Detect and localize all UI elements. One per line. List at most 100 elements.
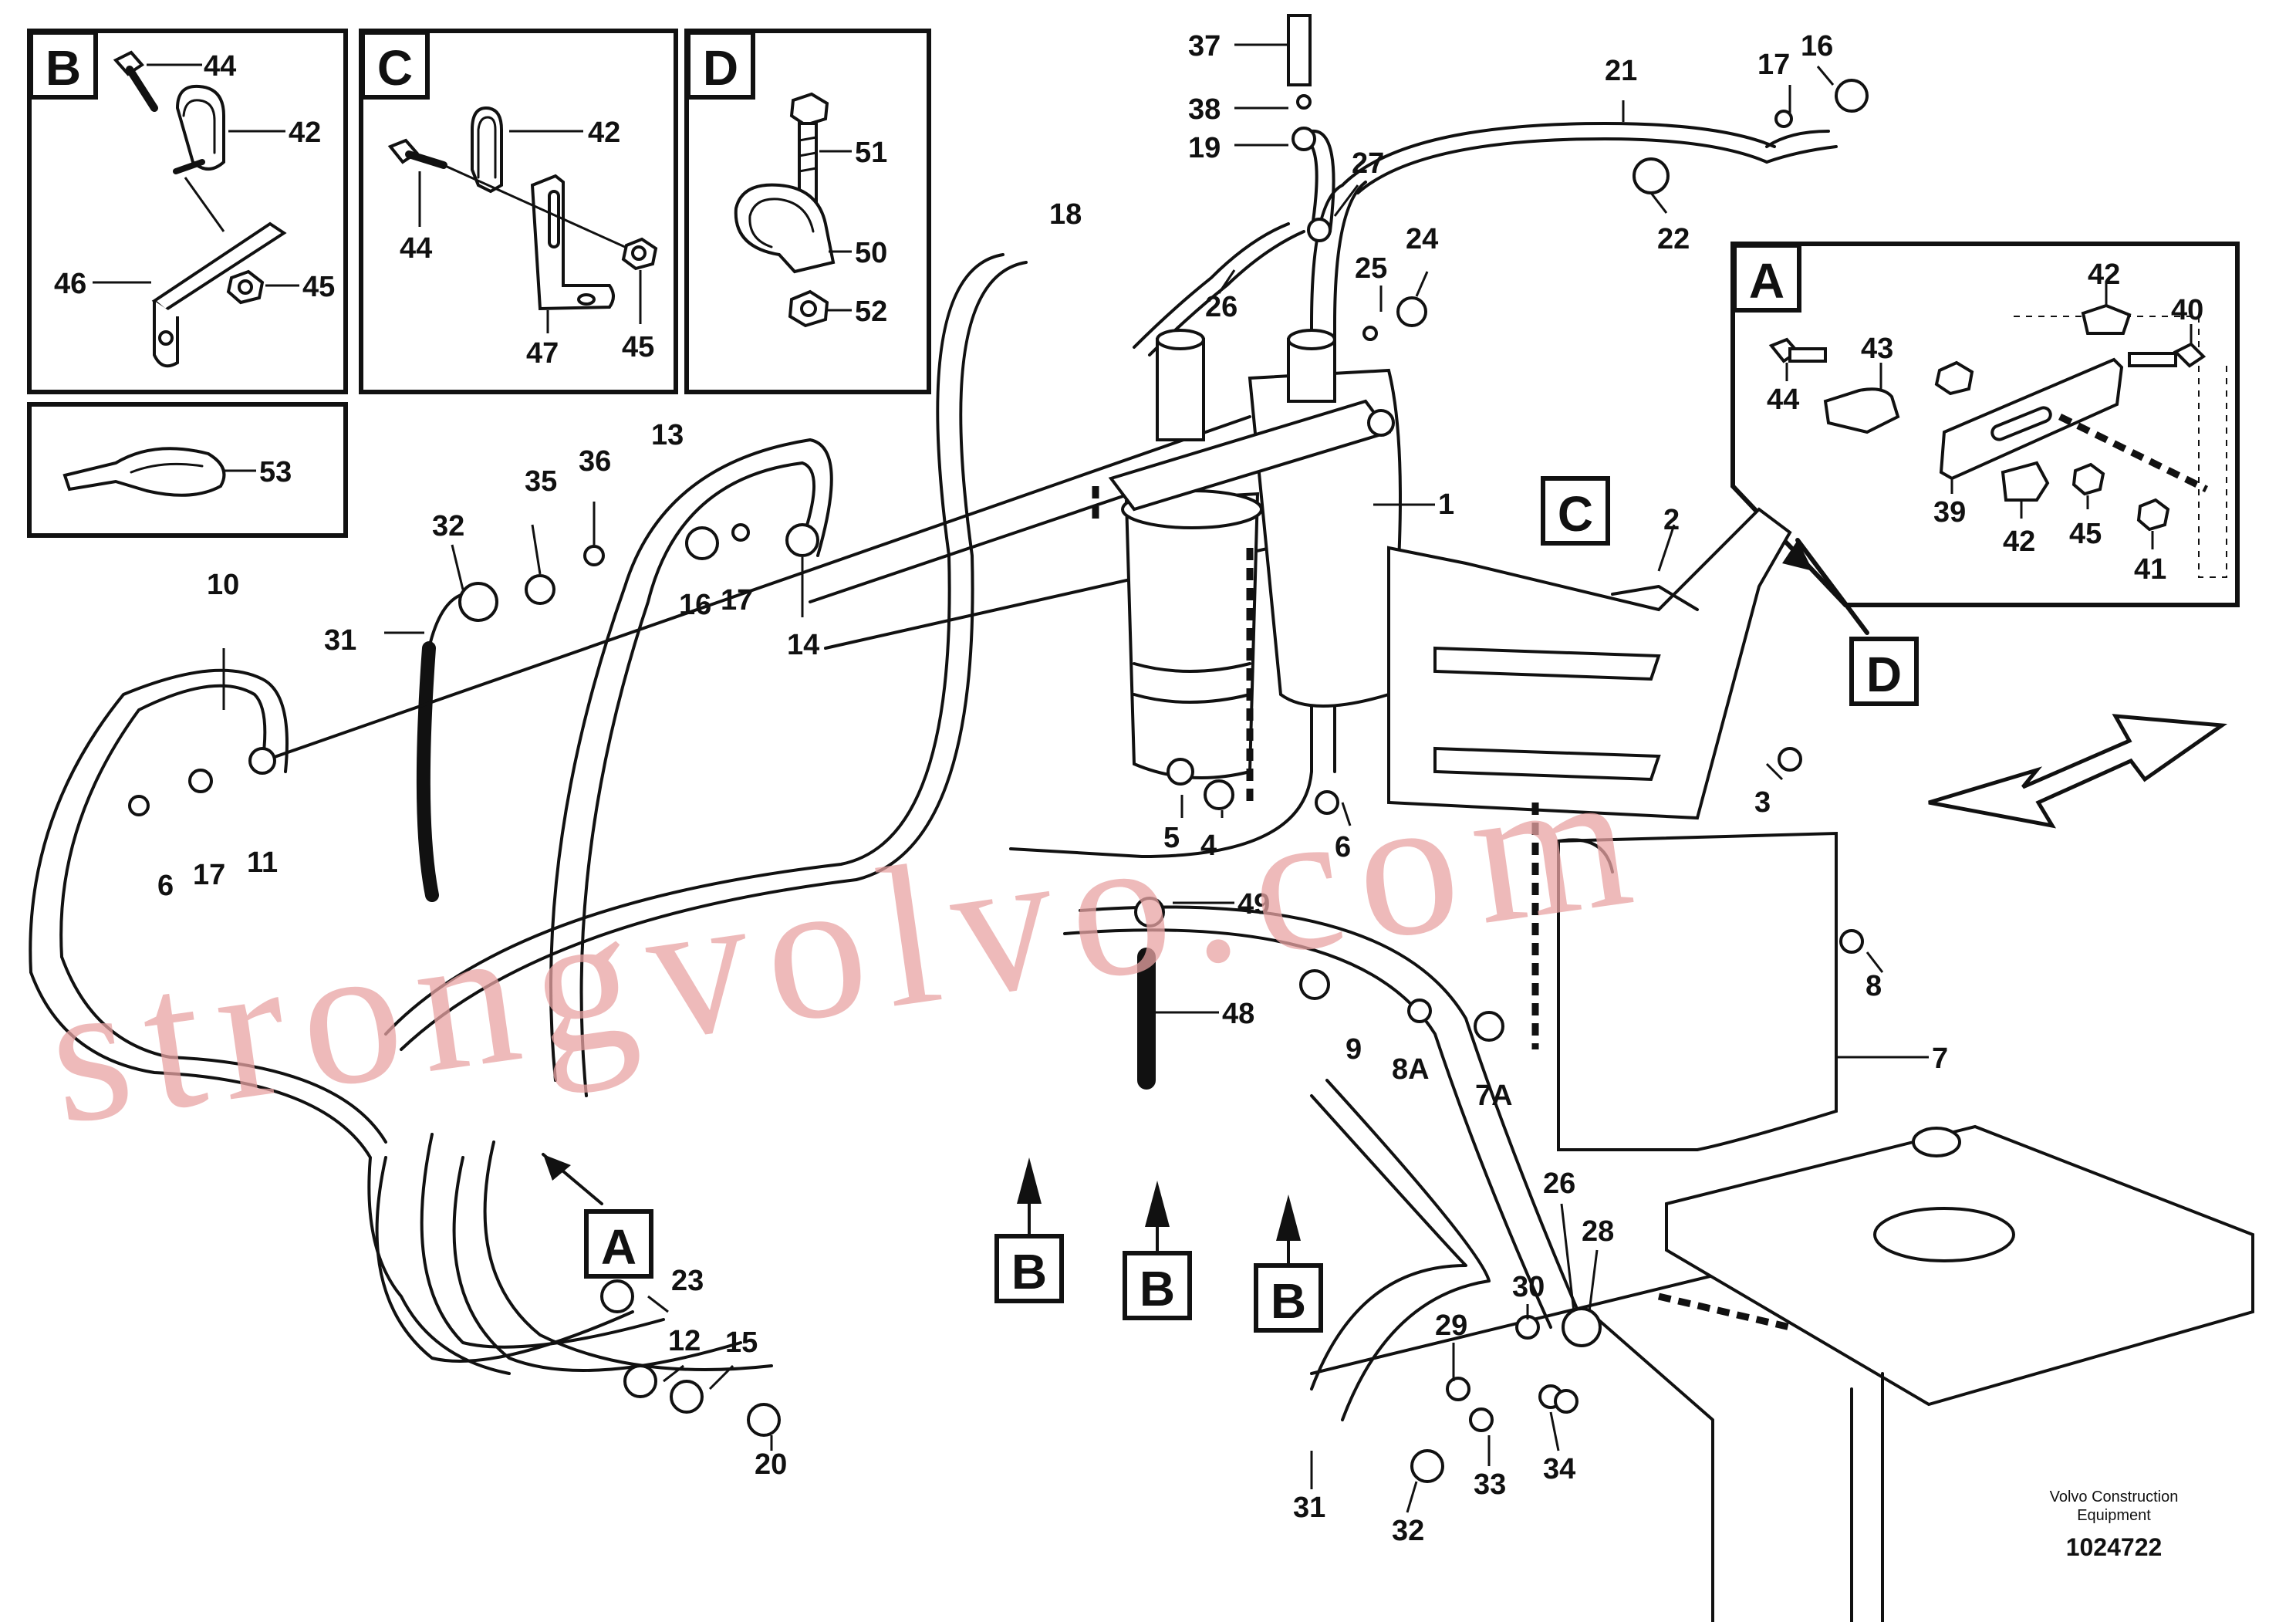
callout-a: A <box>542 1153 653 1279</box>
part-number: 42 <box>2088 259 2120 291</box>
callout-c-label: C <box>1558 486 1593 542</box>
part-number: 22 <box>1657 223 1690 255</box>
part-number: 10 <box>207 569 239 601</box>
part-number: 7A <box>1475 1080 1513 1112</box>
part-number: 42 <box>289 117 321 149</box>
callout-d: D <box>1782 538 1919 706</box>
fittings <box>128 14 1869 1483</box>
clamp-icon <box>1823 387 1900 434</box>
part-number: 2 <box>1663 504 1680 536</box>
part-number: 24 <box>1406 223 1438 255</box>
part-number: 40 <box>2171 294 2203 326</box>
part-number: 39 <box>1933 496 1966 529</box>
inset-a: A <box>1730 242 2240 607</box>
footer: Volvo Construction Equipment 1024722 <box>2050 1489 2179 1561</box>
nut-icon <box>2071 462 2105 496</box>
inset-d-label: D <box>703 40 738 96</box>
part-number: 45 <box>2069 518 2102 550</box>
part-number: 21 <box>1605 55 1637 87</box>
part-number: 52 <box>855 296 887 328</box>
part-number: 47 <box>526 337 559 370</box>
part-number: 16 <box>1801 30 1833 63</box>
part-number: 8 <box>1866 970 1882 1002</box>
part-number: 4 <box>1200 830 1217 862</box>
part-number: 42 <box>2003 525 2035 558</box>
bolt-icon <box>113 50 158 112</box>
part-number: 9 <box>1346 1033 1362 1066</box>
part-number: 23 <box>671 1265 704 1297</box>
fuel-tank <box>1588 1124 2254 1622</box>
clamp-icon <box>2001 461 2050 502</box>
callout-b: B <box>994 1157 1064 1303</box>
company-name-line2: Equipment <box>2077 1507 2151 1524</box>
part-number: 3 <box>1754 786 1771 819</box>
part-number: 32 <box>432 510 464 542</box>
part-number: 28 <box>1582 1215 1614 1248</box>
bolt-icon <box>387 138 447 169</box>
part-number: 50 <box>855 237 887 269</box>
part-number: 46 <box>54 268 86 300</box>
part-number: 29 <box>1435 1309 1467 1342</box>
part-number: 36 <box>579 445 611 478</box>
part-number: 35 <box>525 465 557 498</box>
callout-b-label: B <box>1011 1244 1047 1299</box>
callout-c: C <box>1541 476 1610 546</box>
part-number: 7 <box>1932 1042 1948 1075</box>
inset-d: D 51 50 52 <box>684 29 931 394</box>
bracket-icon <box>1939 357 2124 481</box>
part-number: 15 <box>725 1326 758 1359</box>
part-number: 45 <box>302 271 335 303</box>
direction-arrow <box>1928 714 2228 829</box>
part-number: 14 <box>787 629 819 661</box>
nut-icon <box>1934 360 1974 396</box>
part-number: 43 <box>1861 333 1893 365</box>
inset-c-label: C <box>377 40 413 96</box>
part-number: 31 <box>324 624 356 657</box>
inset-c: C 42 44 47 45 <box>359 29 678 394</box>
part-number: 18 <box>1049 198 1082 231</box>
callout-d-label: D <box>1866 647 1902 702</box>
inset-b: B 44 42 46 45 <box>27 29 348 394</box>
inset-b-label: B <box>46 40 81 96</box>
part-number: 30 <box>1512 1271 1545 1303</box>
part-number: 12 <box>668 1325 701 1357</box>
part-number: 41 <box>2134 553 2166 586</box>
part-number: 45 <box>622 331 654 363</box>
clamp-icon <box>2081 303 2132 335</box>
part-number: 19 <box>1188 132 1221 164</box>
leader-lines <box>222 43 1929 1513</box>
nut-icon <box>226 269 265 305</box>
company-name: Volvo Construction <box>2050 1489 2179 1505</box>
watermark: strongvolvo.com <box>36 722 1660 1166</box>
nut-icon <box>2136 498 2170 532</box>
part-number: 26 <box>1205 291 1237 323</box>
part-number: 5 <box>1163 822 1180 854</box>
part-number: 38 <box>1188 93 1221 126</box>
part-number: 11 <box>247 846 278 879</box>
bolt-icon <box>789 92 829 202</box>
part-number: 44 <box>400 232 432 265</box>
clamp-icon <box>173 84 225 174</box>
part-number: 1 <box>1438 488 1454 521</box>
inset-a-label: A <box>1749 253 1784 309</box>
bolt-icon <box>2128 342 2207 368</box>
bracket-icon <box>530 174 615 311</box>
part-number: 51 <box>855 137 887 169</box>
part-number: 33 <box>1474 1468 1506 1501</box>
fuel-filter <box>1108 329 1402 779</box>
callout-a-label: A <box>601 1219 636 1275</box>
part-number: 27 <box>1352 147 1384 180</box>
part-number: 44 <box>1767 384 1799 416</box>
callout-b-label: B <box>1140 1261 1175 1316</box>
cable-tie-icon <box>62 447 226 497</box>
part-number: 32 <box>1392 1515 1424 1547</box>
part-number: 16 <box>679 589 711 621</box>
part-number: 17 <box>721 584 753 617</box>
callout-b-label: B <box>1271 1273 1306 1329</box>
document-number: 1024722 <box>2066 1533 2163 1561</box>
bolt-icon <box>1768 337 1827 363</box>
part-number: 6 <box>1335 831 1351 863</box>
part-number: 49 <box>1237 888 1270 921</box>
part-number: 25 <box>1355 252 1387 285</box>
part-number: 17 <box>1757 49 1790 81</box>
